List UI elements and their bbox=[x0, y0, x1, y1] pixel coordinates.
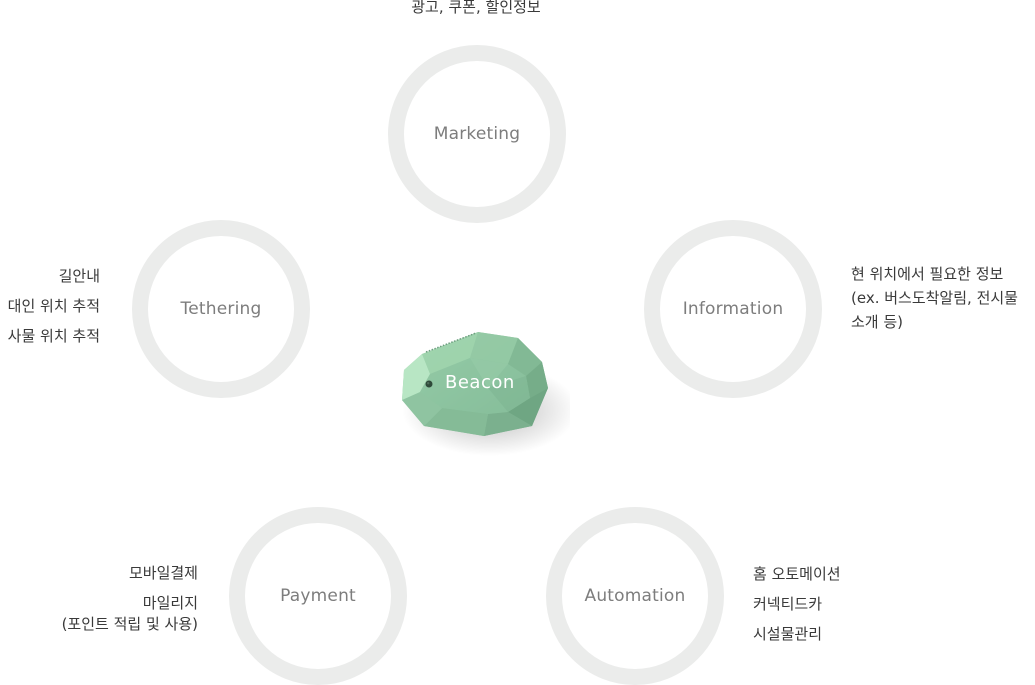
information-description-line: (ex. 버스도착알림, 전시물 bbox=[851, 289, 1018, 307]
automation-description-line: 홈 오토메이션 bbox=[753, 565, 841, 583]
tethering-label: Tethering bbox=[180, 299, 262, 319]
information-label: Information bbox=[682, 299, 784, 319]
tethering-description: 길안내 대인 위치 추적 사물 위치 추적 bbox=[0, 261, 100, 351]
tethering-description-line: 사물 위치 추적 bbox=[7, 327, 100, 345]
payment-description-line: 모바일결제 bbox=[128, 564, 198, 582]
payment-description: 모바일결제 마일리지 (포인트 적립 및 사용) bbox=[20, 559, 198, 638]
payment-ring: Payment bbox=[229, 507, 407, 685]
tethering-description-line: 대인 위치 추적 bbox=[7, 297, 100, 315]
information-description: 현 위치에서 필요한 정보 (ex. 버스도착알림, 전시물 소개 등) bbox=[851, 262, 1035, 334]
payment-label: Payment bbox=[280, 586, 356, 606]
automation-description-line: 시설물관리 bbox=[753, 625, 823, 643]
payment-description-line: (포인트 적립 및 사용) bbox=[61, 615, 198, 633]
marketing-description-line: 광고, 쿠폰, 할인정보 bbox=[411, 0, 541, 16]
automation-ring: Automation bbox=[546, 507, 724, 685]
marketing-description: 광고, 쿠폰, 할인정보 bbox=[376, 0, 576, 20]
beacon-label: Beacon bbox=[445, 372, 515, 393]
information-description-line: 현 위치에서 필요한 정보 bbox=[851, 265, 1004, 283]
information-description-line: 소개 등) bbox=[851, 313, 904, 331]
automation-description-line: 커넥티드카 bbox=[753, 595, 823, 613]
beacon-device bbox=[380, 318, 570, 458]
tethering-ring: Tethering bbox=[132, 220, 310, 398]
beacon-stone-icon bbox=[402, 332, 570, 456]
payment-description-line: 마일리지 bbox=[142, 594, 198, 612]
information-ring: Information bbox=[644, 220, 822, 398]
marketing-label: Marketing bbox=[433, 124, 521, 144]
marketing-ring: Marketing bbox=[388, 45, 566, 223]
tethering-description-line: 길안내 bbox=[58, 267, 100, 285]
automation-label: Automation bbox=[584, 586, 686, 606]
automation-description: 홈 오토메이션 커넥티드카 시설물관리 bbox=[753, 559, 903, 649]
